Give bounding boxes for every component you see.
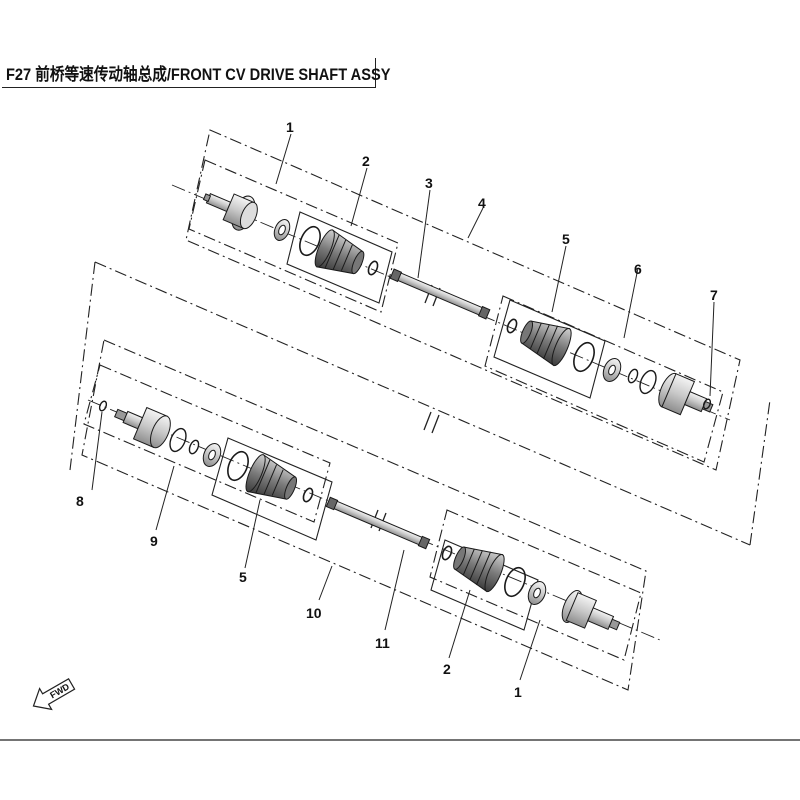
- axle-shaft-top: [389, 268, 491, 320]
- diagram-title: F27 前桥等速传动轴总成/FRONT CV DRIVE SHAFT ASSY: [6, 65, 391, 84]
- small-clamp-bottom-a: [302, 487, 314, 503]
- callout-5-top: 5: [562, 231, 570, 247]
- spider-nut-top: [273, 219, 291, 241]
- lower-assembly-frames: [81, 339, 647, 691]
- callout-numbers: 1 2 3 4 5 6 7 8 9 5 10 11 2 1: [76, 119, 718, 700]
- clamp-ring-bottom-a: [227, 450, 249, 482]
- snap-ring-bottom: [188, 439, 200, 455]
- callout-8: 8: [76, 493, 84, 509]
- callout-9: 9: [150, 533, 158, 549]
- callout-11: 11: [375, 635, 390, 651]
- frame-item-2-bottom: [430, 539, 539, 631]
- frame-item-4: [185, 129, 741, 471]
- callout-6: 6: [634, 261, 642, 277]
- inner-cv-housing-bottom: [114, 406, 171, 449]
- clamp-ring-top-a: [299, 225, 321, 257]
- axle-shaft-bottom: [325, 496, 431, 550]
- callout-2-bottom: 2: [443, 661, 451, 677]
- snap-ring-top: [627, 368, 639, 384]
- frame-item-5-top: [493, 299, 606, 399]
- callout-4: 4: [478, 195, 486, 211]
- frame-item-1-top: [188, 159, 399, 313]
- clamp-ring-top-b: [573, 341, 595, 373]
- spider-bottom-a: [202, 443, 222, 467]
- boot-top-b: [520, 320, 572, 367]
- lower-shaft-parts: [98, 400, 621, 631]
- spider-top-b: [602, 358, 622, 382]
- frame-item-2-top: [286, 211, 393, 304]
- callout-2-top: 2: [362, 153, 370, 169]
- inner-cv-joint-top: [202, 193, 258, 231]
- outer-cv-housing-top: [658, 372, 714, 416]
- frame-item-6: [484, 295, 724, 463]
- o-ring-top: [639, 369, 657, 395]
- outer-cv-joint-bottom: [561, 590, 621, 631]
- frame-item-9: [83, 364, 331, 523]
- end-clip-bottom: [98, 400, 108, 412]
- callout-1-top: 1: [286, 119, 294, 135]
- leader-lines: [91, 133, 715, 681]
- callout-1-bottom: 1: [514, 684, 522, 700]
- break-marks: [370, 284, 441, 532]
- callout-5-bottom: 5: [239, 569, 247, 585]
- boot-bottom-b: [453, 546, 505, 593]
- small-clamp-top-b: [506, 318, 518, 334]
- frame-item-10: [81, 339, 647, 691]
- frame-item-5-bottom: [211, 437, 333, 541]
- boot-top-a: [314, 229, 365, 275]
- assembly-link-band: [69, 261, 771, 546]
- spider-bottom-b: [527, 581, 547, 605]
- boot-bottom-a: [245, 454, 298, 500]
- frame-item-1-bottom: [429, 509, 642, 661]
- clamp-ring-bottom-b: [504, 566, 526, 598]
- callout-3: 3: [425, 175, 433, 191]
- callout-7: 7: [710, 287, 718, 303]
- upper-shaft-parts: [202, 193, 714, 416]
- end-clip-top: [702, 398, 712, 410]
- title-frame: [2, 58, 376, 88]
- centerlines: [87, 184, 731, 641]
- small-clamp-bottom-b: [441, 545, 453, 561]
- o-ring-bottom: [169, 427, 187, 453]
- fwd-arrow-icon: FWD: [32, 677, 76, 711]
- upper-assembly-frames: [185, 129, 741, 471]
- callout-10: 10: [306, 605, 322, 621]
- small-clamp-top-a: [367, 260, 379, 276]
